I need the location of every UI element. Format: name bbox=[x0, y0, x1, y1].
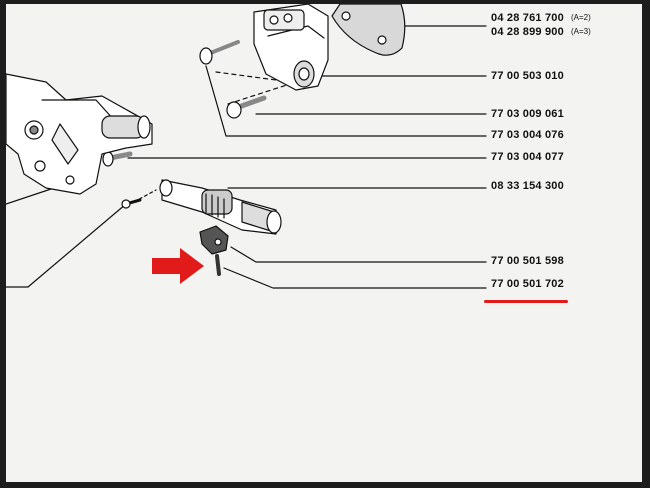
door-lock-assembly bbox=[6, 73, 153, 195]
leader-line-7 bbox=[230, 246, 487, 263]
lock-housing bbox=[253, 4, 329, 91]
part-label-4: 77 03 009 061 bbox=[491, 108, 564, 120]
part-variant-2: (A=3) bbox=[571, 27, 591, 36]
part-label-9-highlighted: 77 00 501 702 bbox=[491, 278, 564, 290]
parts-diagram-page: 04 28 761 700 (A=2) 04 28 899 900 (A=3) … bbox=[6, 4, 642, 482]
exploded-view-drawing bbox=[6, 4, 487, 289]
part-label-5: 77 03 004 076 bbox=[491, 129, 564, 141]
part-label-6: 77 03 004 077 bbox=[491, 151, 564, 163]
screw-middle bbox=[226, 95, 267, 119]
part-variant-1: (A=2) bbox=[571, 13, 591, 22]
part-label-7: 08 33 154 300 bbox=[491, 180, 564, 192]
leader-line-10 bbox=[6, 203, 127, 288]
lock-cam bbox=[199, 225, 229, 255]
part-label-2: 04 28 899 900 bbox=[491, 26, 564, 38]
part-label-1: 04 28 761 700 bbox=[491, 12, 564, 24]
leader-line-4 bbox=[205, 65, 487, 137]
lock-barrel bbox=[159, 179, 282, 235]
small-pin-left bbox=[121, 198, 142, 209]
red-arrow-indicator bbox=[152, 248, 204, 284]
gasket-plate bbox=[331, 4, 406, 56]
red-underline-highlight bbox=[484, 300, 568, 303]
roll-pin bbox=[215, 254, 221, 276]
part-label-8: 77 00 501 598 bbox=[491, 255, 564, 267]
leader-line-8 bbox=[223, 267, 487, 289]
part-label-3: 77 00 503 010 bbox=[491, 70, 564, 82]
screw-left bbox=[102, 151, 133, 167]
screw-top bbox=[199, 40, 240, 65]
